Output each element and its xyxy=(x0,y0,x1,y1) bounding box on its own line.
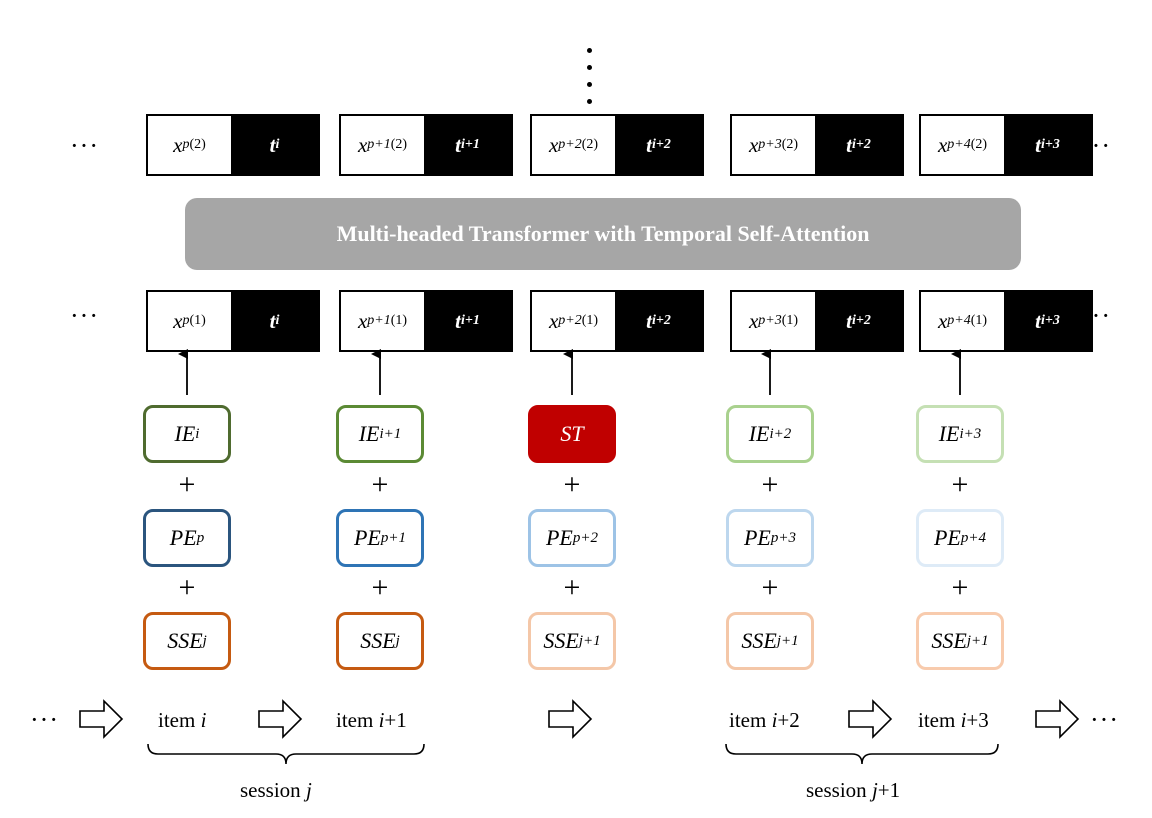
sequence-arrow xyxy=(1035,699,1080,739)
item-label-2: item i+1 xyxy=(336,708,407,732)
top-row-ellipsis-left: ··· xyxy=(70,131,99,160)
item-label-3: item i+2 xyxy=(729,708,800,732)
transformer-label: Multi-headed Transformer with Temporal S… xyxy=(336,221,870,246)
plus-sign: + xyxy=(371,571,389,604)
item-label-4: item i+3 xyxy=(918,708,989,732)
session-label-j: session j xyxy=(240,778,312,802)
plus-sign: + xyxy=(178,468,196,501)
session-j-brace xyxy=(147,743,425,765)
plus-sign: + xyxy=(951,571,969,604)
plus-sign: + xyxy=(951,468,969,501)
embedding-st-token-col3: ST xyxy=(528,405,616,463)
plus-sign: + xyxy=(761,571,779,604)
plus-sign: + xyxy=(563,571,581,604)
plus-sign: + xyxy=(371,468,389,501)
mid-row-ellipsis-left: ··· xyxy=(70,301,99,330)
plus-sign: + xyxy=(178,571,196,604)
sequence-arrow xyxy=(848,699,893,739)
plus-sign: + xyxy=(563,468,581,501)
session-j-plus-1-brace xyxy=(725,743,999,765)
vertical-ellipsis xyxy=(587,48,597,116)
sequence-arrow xyxy=(79,699,124,739)
plus-sign: + xyxy=(761,468,779,501)
session-label-j-plus-1: session j+1 xyxy=(806,778,901,802)
sequence-arrow xyxy=(548,699,593,739)
item-row-ellipsis-right: ··· xyxy=(1090,705,1119,734)
transformer-block: Multi-headed Transformer with Temporal S… xyxy=(185,198,1021,270)
item-label-1: item i xyxy=(158,708,207,732)
item-row-ellipsis-left: ··· xyxy=(30,705,59,734)
sequence-arrow xyxy=(258,699,303,739)
